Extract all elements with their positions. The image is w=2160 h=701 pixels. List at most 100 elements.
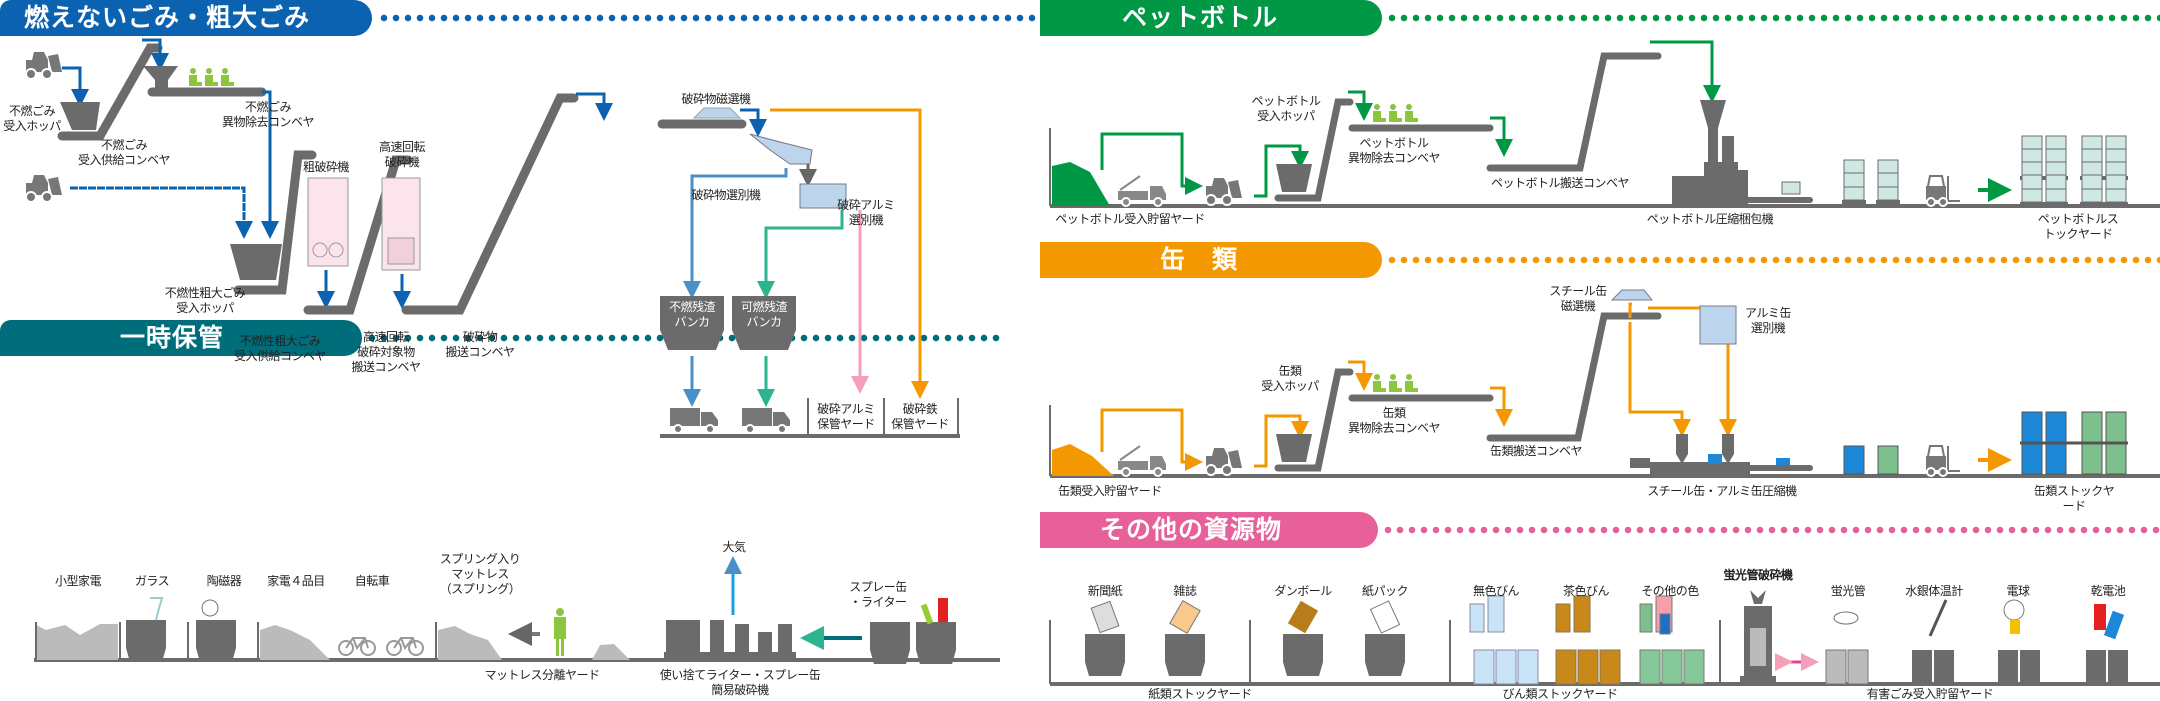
worker-icon — [1405, 104, 1418, 122]
worker-icon — [1389, 374, 1402, 392]
worker-icon — [221, 68, 234, 86]
label-pet-transport-conveyor: ペットボトル搬送コンベヤ — [1490, 176, 1630, 190]
crushed-conveyor — [401, 93, 579, 315]
pallet-icon — [1841, 159, 1867, 205]
label-small-appliances: 小型家電 — [54, 574, 102, 588]
feed-conveyor-2 — [233, 150, 317, 295]
pet-stock-stacks — [2019, 135, 2129, 207]
label-cardboard: ダンボール — [1274, 584, 1332, 598]
label-bulbs: 電球 — [2006, 584, 2030, 598]
flow-arrow — [1650, 40, 1721, 103]
nonburnable-diagram — [25, 38, 960, 438]
label-alu-can-sorter: アルミ缶 選別機 — [1745, 306, 1791, 335]
label-clear-bottles: 無色びん — [1472, 584, 1520, 598]
can-compressor — [1630, 434, 1813, 476]
label-bunker-burnable: 可燃残渣 バンカ — [740, 300, 788, 329]
flow-arrow — [70, 186, 253, 239]
label-high-speed-crusher: 高速回転 破砕機 — [378, 140, 426, 169]
label-can-compressor: スチール缶・アルミ缶圧縮機 — [1647, 484, 1797, 498]
alu-sorter — [799, 183, 847, 209]
dotted-line-pet — [1386, 14, 2160, 22]
dotted-line-cans — [1386, 256, 2160, 264]
label-bunker-nonburnable: 不燃残渣 バンカ — [668, 300, 716, 329]
thermometer-icon — [1928, 599, 1948, 637]
label-coarse-crusher: 粗破砕機 — [302, 160, 350, 174]
hopper-1 — [60, 102, 100, 130]
iron-flow-arrow — [770, 108, 929, 399]
worker-icon — [554, 608, 566, 656]
label-pet-removal-conveyor: ペットボトル 異物除去コンベヤ — [1347, 136, 1441, 165]
label-feed-conveyor-2: 不燃性粗大ごみ 受入供給コンベヤ — [233, 334, 327, 363]
worker-icon — [1389, 104, 1402, 122]
paper-pack-icon — [1369, 600, 1401, 634]
label-batteries: 乾電池 — [2090, 584, 2126, 598]
label-pet-storage-yard: ペットボトル受入貯留ヤード — [1055, 212, 1205, 226]
magazine-bin — [1165, 634, 1205, 676]
label-cans-removal-conveyor: 缶類 異物除去コンベヤ — [1347, 406, 1441, 435]
label-fluorescent: 蛍光管 — [1830, 584, 1866, 598]
pet-transport-conveyor — [1486, 52, 1662, 172]
label-alu-yard: 破砕アルミ 保管ヤード — [817, 402, 875, 431]
loader-icon — [25, 174, 63, 203]
magazine-icon — [1169, 600, 1201, 634]
steel-magnet — [1610, 289, 1654, 301]
flow-arrow — [261, 90, 279, 239]
glass-icon — [150, 597, 164, 621]
battery-bins — [2086, 650, 2128, 684]
label-alu-sorter: 破砕アルミ 選別機 — [837, 198, 895, 227]
glass-bin — [126, 620, 166, 662]
flow-arrow — [1254, 414, 1309, 468]
label-steel-magnet: スチール缶 磁選機 — [1549, 284, 1607, 313]
label-cans-hopper: 缶類 受入ホッパ — [1261, 364, 1319, 393]
flow-arrow — [1100, 408, 1203, 471]
can-pallets — [1843, 445, 1899, 475]
flow-arrow — [1100, 132, 1203, 195]
label-magazines: 雑誌 — [1173, 584, 1197, 598]
flow-arrow — [576, 92, 613, 121]
pallet-icon — [1875, 159, 1901, 205]
lighter-icon — [920, 603, 934, 625]
dotted-line-nonburnable — [378, 14, 1038, 22]
label-brown-bottles: 茶色びん — [1562, 584, 1610, 598]
can-pile — [1052, 444, 1114, 476]
newspaper-icon — [1090, 600, 1120, 634]
label-hazard-yard: 有害ごみ受入貯留ヤード — [1866, 687, 1994, 701]
truck-icon — [741, 407, 791, 434]
bunker-nonburnable — [660, 296, 724, 350]
simple-crusher — [664, 620, 796, 658]
cans-transport-conveyor — [1486, 312, 1662, 442]
flow-arrow — [142, 38, 169, 71]
battery-icon — [2094, 604, 2106, 630]
other-color-bottles — [1639, 595, 1705, 685]
worker-icon — [1373, 104, 1386, 122]
label-cans-storage-yard: 缶類受入貯留ヤード — [1058, 484, 1162, 498]
flow-arrow — [1254, 144, 1309, 198]
burnable-flow-arrow — [757, 210, 844, 299]
dotted-line-other — [1382, 526, 2160, 534]
cardboard-bin — [1283, 634, 1323, 676]
other-diagram — [1049, 590, 2160, 686]
appliance-pile — [260, 625, 330, 660]
label-four-appliances: 家電４品目 — [267, 574, 325, 588]
section-header-temporary: 一時保管 — [0, 320, 362, 356]
label-newspaper: 新聞紙 — [1087, 584, 1123, 598]
label-bicycles: 自転車 — [354, 574, 390, 588]
newspaper-bin — [1085, 634, 1125, 676]
section-header-nonburnable: 燃えないごみ・粗大ごみ — [0, 0, 372, 36]
thermometer-bins — [1912, 650, 1954, 684]
worker-icon — [205, 68, 218, 86]
flow-arrow — [62, 66, 89, 107]
mattress-pile — [438, 626, 502, 660]
crush-target-conveyor — [303, 155, 413, 315]
loader-icon — [1205, 177, 1243, 206]
label-removal-conveyor: 不燃ごみ 異物除去コンベヤ — [221, 100, 315, 129]
fluorescent-crusher — [1740, 590, 1776, 684]
label-hopper-2: 不燃性粗大ごみ 受入ホッパ — [164, 286, 246, 315]
label-iron-yard: 破砕鉄 保管ヤード — [891, 402, 949, 431]
residue-flow-arrow — [683, 168, 788, 299]
bicycle-icon — [386, 637, 424, 656]
flow-arrow — [1348, 360, 1373, 391]
pet-hopper — [1276, 164, 1312, 192]
label-thermometer: 水銀体温計 — [1905, 584, 1963, 598]
truck-icon — [669, 407, 719, 434]
